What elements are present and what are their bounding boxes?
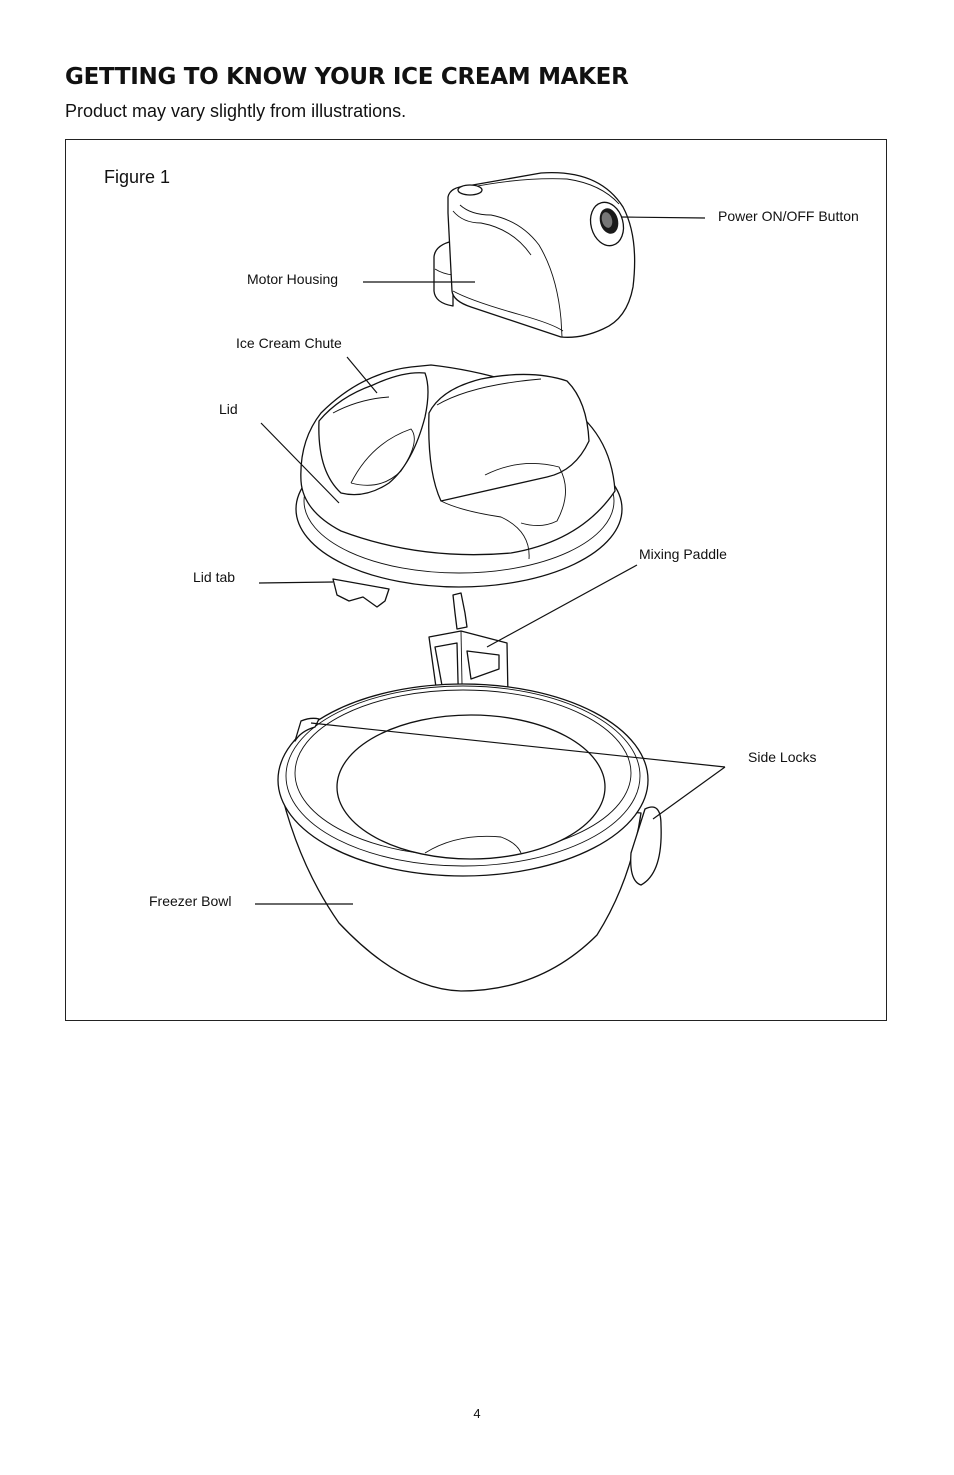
motor-housing-drawing: [433, 171, 636, 338]
callout-freezer-bowl: Freezer Bowl: [149, 893, 232, 909]
figure-label: Figure 1: [104, 167, 171, 187]
page-subtitle: Product may vary slightly from illustrat…: [65, 101, 407, 121]
callout-motor-housing: Motor Housing: [247, 271, 339, 287]
callout-mixing-paddle: Mixing Paddle: [639, 546, 727, 562]
page-number: 4: [473, 1406, 481, 1421]
lid-drawing: [295, 364, 623, 608]
page-title: GETTING TO KNOW YOUR ICE CREAM MAKER: [65, 64, 629, 90]
freezer-bowl-drawing: [277, 683, 662, 992]
callout-lid-tab: Lid tab: [193, 569, 236, 585]
leader-lines: [255, 216, 726, 905]
ice-cream-maker-illustration: [255, 171, 726, 992]
callout-ice-cream-chute: Ice Cream Chute: [236, 335, 342, 351]
figure-box: Figure 1 Power ON/OFF Button Motor Housi…: [65, 139, 887, 1021]
callout-side-locks: Side Locks: [748, 749, 817, 765]
callout-lid: Lid: [219, 401, 238, 417]
callout-power-button: Power ON/OFF Button: [718, 208, 859, 224]
